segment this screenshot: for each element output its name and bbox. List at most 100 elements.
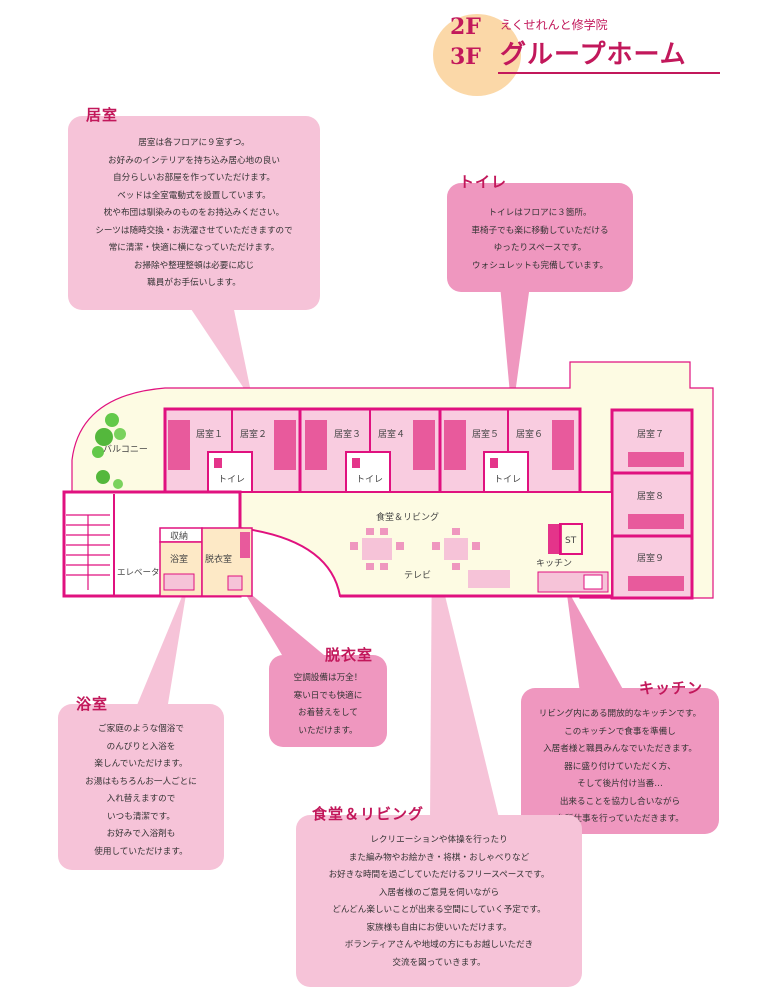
callout-body-datsui: 空調設備は万全！ 寒い日でも快適に お着替えをして いただけます。 xyxy=(269,670,387,740)
text-line: トイレはフロアに３箇所。 xyxy=(488,208,592,218)
beds-right xyxy=(628,452,684,591)
pointer-datsui xyxy=(240,585,330,660)
text-line: お好みで入浴剤も xyxy=(106,829,176,839)
text-line: 入れ替えますので xyxy=(106,794,176,804)
pointer-yokushitsu xyxy=(135,582,188,710)
callout-living: 食堂＆リビング レクリエーションや体操を行ったり また編み物やお絵かき・将棋・お… xyxy=(296,805,582,987)
sofa xyxy=(468,570,510,588)
room-1-label: 居室１ xyxy=(196,428,223,440)
text-line: 器に盛り付けていただく方、 xyxy=(564,761,676,772)
toilet-1-label: トイレ xyxy=(218,475,245,485)
balcony-plants xyxy=(92,413,126,489)
text-line: 楽しんでいただけます。 xyxy=(94,759,188,769)
text-line: お好きな時間を過ごしていただけるフリースペースです。 xyxy=(328,870,550,880)
callout-kitchen: キッチン リビング内にある開放的なキッチンです。 このキッチンで食事を準備し 入… xyxy=(521,679,719,834)
text-line: 入居者様と職員みんなでいただきます。 xyxy=(543,744,697,754)
text-line: シーツは随時交換・お洗濯させていただきますので xyxy=(95,225,293,236)
text-line: 使用していただけます。 xyxy=(94,846,188,857)
text-line: のんびりと入浴を xyxy=(106,741,176,752)
kitchen-island xyxy=(548,524,562,554)
stairs xyxy=(66,514,110,590)
text-line: 常に清潔・快適に横になっていただけます。 xyxy=(108,243,280,253)
room-2-label: 居室２ xyxy=(240,428,267,440)
pointer-toilet xyxy=(500,285,530,416)
callout-toilet: トイレ トイレはフロアに３箇所。 車椅子でも楽に移動していただける ゆったりスペ… xyxy=(447,173,633,292)
callout-title-living: 食堂＆リビング xyxy=(312,805,425,823)
header-oval xyxy=(433,14,521,96)
room-6-label: 居室６ xyxy=(516,428,543,440)
callout-title-yokushitsu: 浴室 xyxy=(76,695,109,713)
callout-title-toilet: トイレ xyxy=(459,173,508,191)
staff-label: ST xyxy=(565,536,577,546)
floor-label-3f: 3F xyxy=(450,44,481,70)
text-line: ボランティアさんや地域の方にもお越しいただき xyxy=(344,940,534,950)
text-line: 車椅子でも楽に移動していただける xyxy=(471,225,609,236)
callout-body-kyoshitsu: 居室は各フロアに９室ずつ。 お好みのインテリアを持ち込み居心地の良い 自分らしい… xyxy=(68,135,320,293)
callout-body-kitchen: リビング内にある開放的なキッチンです。 このキッチンで食事を準備し 入居者様と職… xyxy=(521,706,719,829)
callout-title-datsui: 脱衣室 xyxy=(324,646,373,664)
text-line: レクリエーションや体操を行ったり xyxy=(370,835,508,845)
toilet-2-label: トイレ xyxy=(356,475,383,485)
text-line: お着替えをして xyxy=(298,708,358,718)
title-underline xyxy=(498,72,720,74)
text-line: 居室は各フロアに９室ずつ。 xyxy=(138,138,250,148)
dressing-label: 脱衣室 xyxy=(205,553,232,565)
elevator-label: エレベータ xyxy=(117,568,160,578)
callout-datsui: 脱衣室 空調設備は万全！ 寒い日でも快適に お着替えをして いただけます。 xyxy=(269,646,387,747)
room-4-label: 居室４ xyxy=(378,428,405,440)
tv-label: テレビ xyxy=(404,570,431,581)
room-9-label: 居室９ xyxy=(637,552,664,564)
text-line: 寒い日でも快適に xyxy=(293,690,363,701)
page-title: グループホーム xyxy=(500,40,687,70)
callout-body-living: レクリエーションや体操を行ったり また編み物やお絵かき・将棋・おしゃべりなど お… xyxy=(296,832,582,972)
text-line: 職員がお手伝いします。 xyxy=(147,278,241,288)
text-line: また編み物やお絵かき・将棋・おしゃべりなど xyxy=(348,852,530,863)
text-line: ウォシュレットも完備しています。 xyxy=(471,260,609,271)
text-line: いつも清潔です。 xyxy=(107,811,175,822)
text-line: 枕や布団は馴染みのものをお持込みください。 xyxy=(103,208,285,218)
room-8-label: 居室８ xyxy=(637,490,664,502)
callout-yokushitsu: 浴室 ご家庭のような個浴で のんびりと入浴を 楽しんでいただけます。 お湯はもち… xyxy=(58,695,224,870)
text-line: 自分らしいお部屋を作っていただけます。 xyxy=(113,173,275,183)
storage-label: 収納 xyxy=(170,530,188,542)
text-line: 出来ることを協力し合いながら xyxy=(559,796,681,807)
kitchen-label: キッチン xyxy=(536,558,572,569)
text-line: ベッドは全室電動式を設置しています。 xyxy=(117,190,271,201)
text-line: 空調設備は万全！ xyxy=(293,673,363,683)
beds-top xyxy=(168,420,574,470)
floor-label-2f: 2F xyxy=(450,14,481,40)
callout-title-kyoshitsu: 居室 xyxy=(86,106,119,124)
text-line: そして後片付け当番… xyxy=(577,779,663,789)
pointer-kitchen xyxy=(566,587,625,693)
text-line: 入居者様のご意見を伺いながら xyxy=(378,887,500,898)
text-line: どんどん楽しいことが出来る空間にしていく予定です。 xyxy=(332,905,546,915)
text-line: お湯はもちろんお一人ごとに xyxy=(85,776,197,787)
callout-body-toilet: トイレはフロアに３箇所。 車椅子でも楽に移動していただける ゆったりスペースです… xyxy=(447,205,633,275)
balcony-label: バルコニー xyxy=(103,444,148,455)
dining-label: 食堂＆リビング xyxy=(376,511,439,523)
text-line: いただけます。 xyxy=(298,725,358,736)
staff-station xyxy=(559,523,583,555)
text-line: 交流を図っていきます。 xyxy=(392,957,486,968)
room-7-label: 居室７ xyxy=(637,428,664,440)
text-line: 台所仕事を行っていただきます。 xyxy=(556,814,684,824)
text-line: このキッチンで食事を準備し xyxy=(564,726,676,737)
text-line: リビング内にある開放的なキッチンです。 xyxy=(538,709,702,719)
text-line: お掃除や整理整頓は必要に応じ xyxy=(133,260,255,271)
room-5-label: 居室５ xyxy=(472,428,499,440)
text-line: ゆったりスペースです。 xyxy=(493,243,587,253)
pointer-kyoshitsu xyxy=(185,300,253,402)
callout-kyoshitsu: 居室 居室は各フロアに９室ずつ。 お好みのインテリアを持ち込み居心地の良い 自分… xyxy=(68,106,320,310)
callout-title-kitchen: キッチン xyxy=(638,679,703,697)
pointer-living xyxy=(430,542,500,822)
facility-name: えくせれんと修学院 xyxy=(500,18,608,32)
text-line: 家族様も自由にお使いいただけます。 xyxy=(366,922,512,933)
dining-tables xyxy=(350,528,480,570)
callout-body-yokushitsu: ご家庭のような個浴で のんびりと入浴を 楽しんでいただけます。 お湯はもちろんお… xyxy=(58,721,224,861)
toilet-3-label: トイレ xyxy=(494,475,521,485)
bath-label: 浴室 xyxy=(170,553,188,565)
room-3-label: 居室３ xyxy=(334,428,361,440)
text-line: ご家庭のような個浴で xyxy=(98,724,184,734)
text-line: お好みのインテリアを持ち込み居心地の良い xyxy=(108,155,280,166)
